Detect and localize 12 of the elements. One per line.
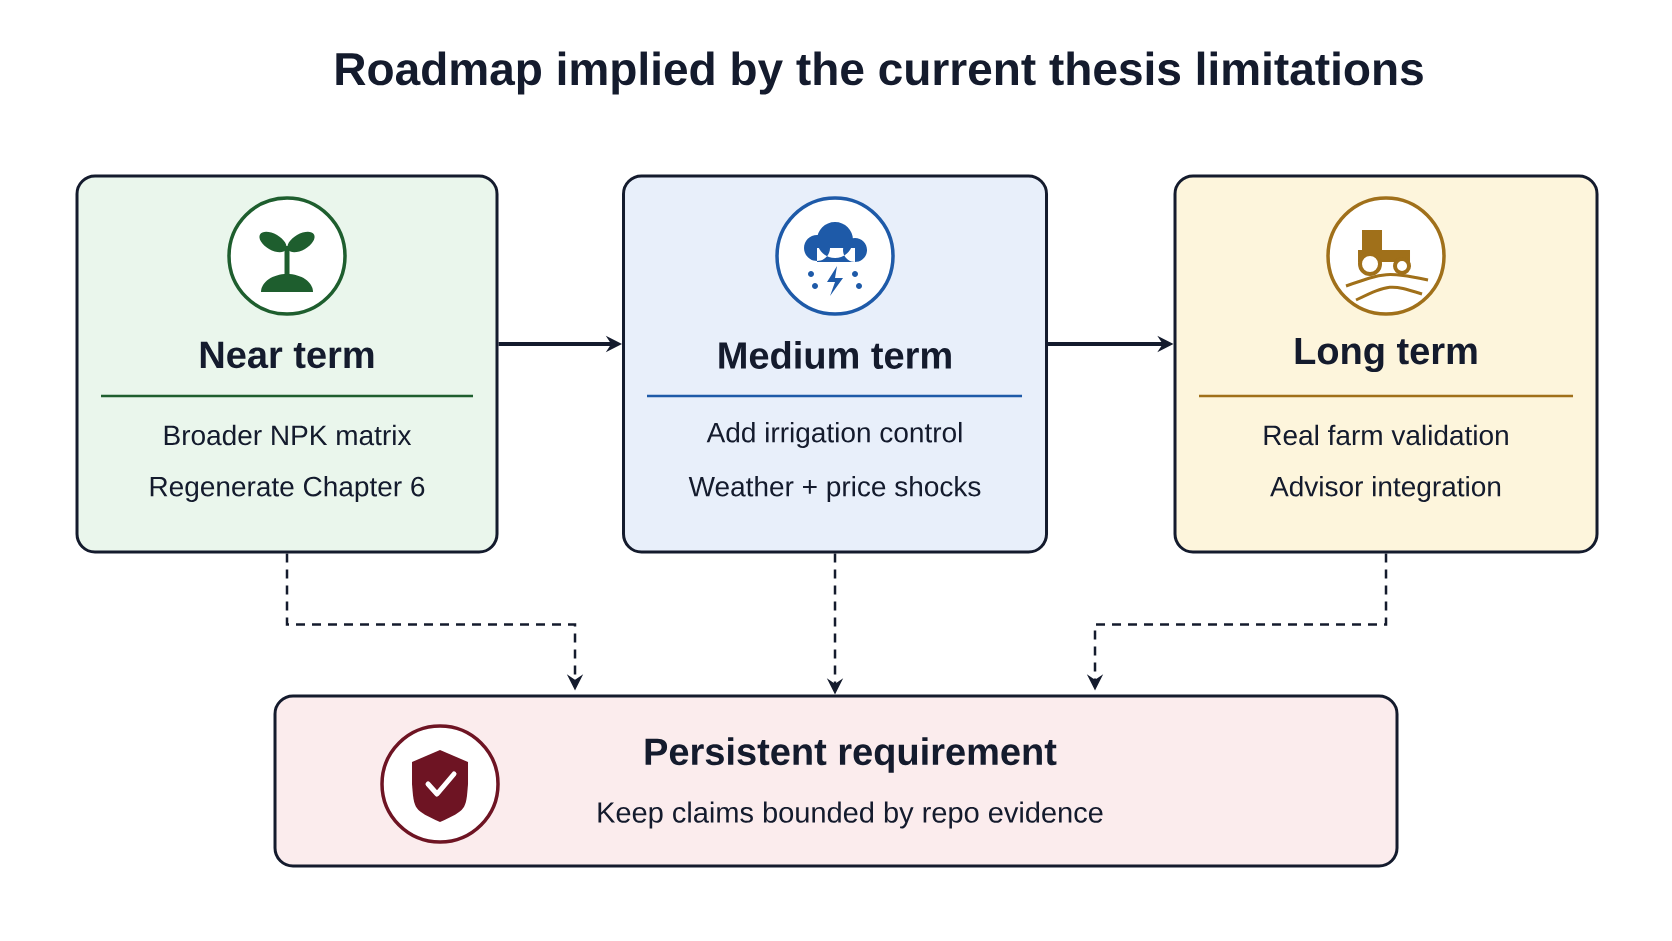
card-text: Keep claims bounded by repo evidence: [598, 801, 1103, 829]
title: Roadmap implied by the current thesis limitations: [336, 51, 1423, 95]
card-heading: Long term: [1295, 337, 1477, 373]
card-text: Add irrigation control: [706, 421, 962, 449]
card-text: Weather + price shocks: [688, 475, 981, 503]
card-text: Real farm validation: [1264, 424, 1508, 446]
card-text: Regenerate Chapter 6: [150, 475, 425, 503]
card-text: Broader NPK matrix: [164, 424, 412, 446]
card-heading: Medium term: [719, 341, 951, 369]
card-text: Advisor integration: [1270, 475, 1501, 503]
card-heading: Near term: [200, 341, 374, 369]
card-heading: Persistent requirement: [645, 737, 1057, 773]
